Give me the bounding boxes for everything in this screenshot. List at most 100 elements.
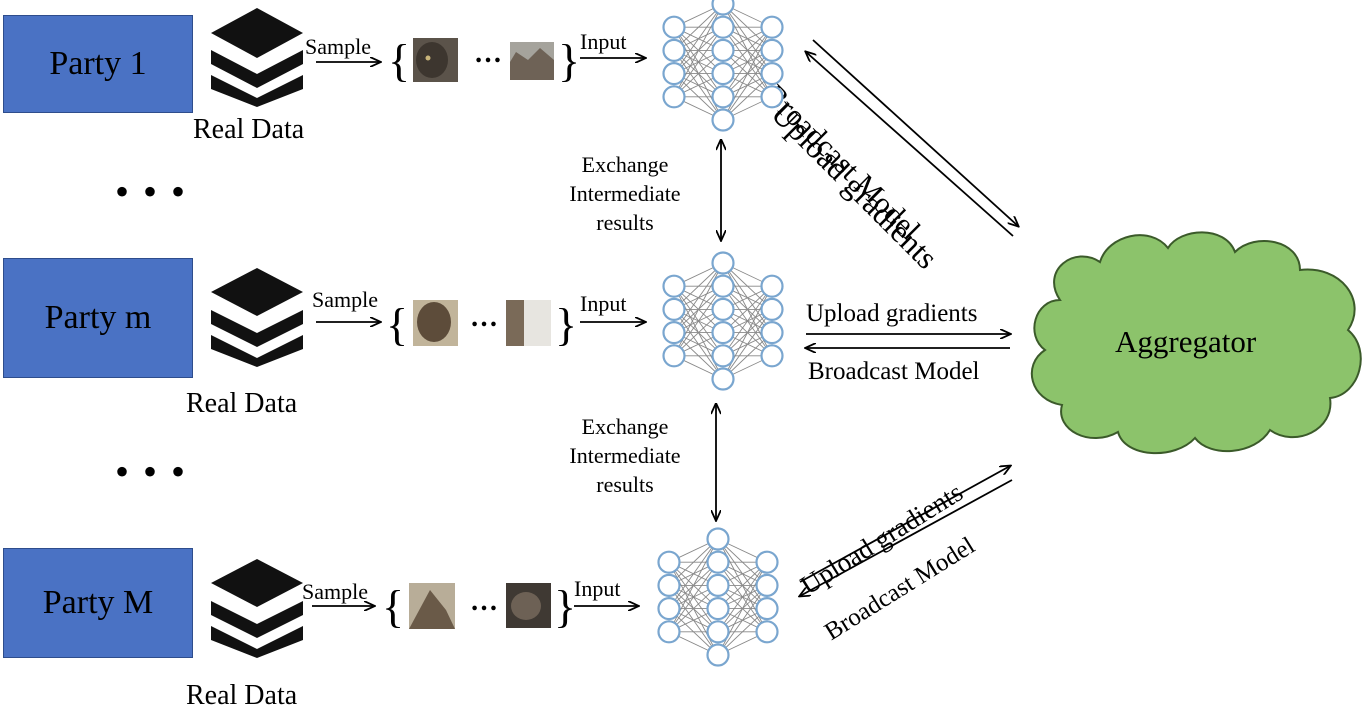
network-edge: [717, 561, 768, 633]
network-node: [711, 344, 735, 368]
party-m-box: Party m: [3, 258, 193, 378]
network-node: [657, 550, 681, 574]
image-set-ellipsis-M: …: [470, 586, 498, 617]
cat-photo-icon: [506, 583, 551, 628]
broadcast-arrow-M: [800, 479, 1013, 596]
exchange-line-1: Exchange: [581, 414, 669, 439]
exchange-label-2: Exchange Intermediate results: [555, 412, 695, 499]
network-node: [706, 643, 730, 667]
network-edge: [668, 538, 719, 609]
cat-photo-icon: [413, 38, 458, 82]
network-edge: [673, 26, 724, 98]
network-node: [755, 573, 779, 598]
network-node: [706, 527, 730, 551]
network-node: [760, 38, 784, 63]
right-brace-M: }: [554, 581, 576, 632]
upload-gradients-label-m: Upload gradients: [806, 300, 978, 327]
party-m-label: Party m: [44, 299, 152, 336]
input-label-m: Input: [580, 291, 627, 316]
network-node: [711, 367, 735, 391]
cat-photo-icon: [409, 583, 455, 629]
more-parties-dots-2: • • •: [115, 449, 188, 494]
network-node: [657, 620, 681, 644]
network-node: [760, 344, 784, 368]
network-edge: [722, 26, 773, 98]
party-M-box: Party M: [3, 548, 193, 658]
network-node: [711, 321, 735, 345]
network-node: [662, 297, 686, 321]
network-node: [706, 596, 730, 621]
party-M-label: Party M: [42, 584, 154, 621]
cat-photo-icon: [506, 300, 551, 346]
network-node: [711, 85, 735, 109]
right-brace-1: }: [558, 35, 580, 86]
network-edge: [668, 561, 719, 633]
network-edge: [722, 309, 773, 380]
image-set-ellipsis-m: …: [470, 302, 498, 333]
network-edge: [717, 585, 768, 656]
network-node: [755, 596, 779, 621]
layers-stack-icon: [211, 268, 303, 367]
network-node: [662, 344, 686, 368]
cat-photo-icon: [413, 300, 458, 346]
exchange-line-3: results: [596, 472, 654, 497]
exchange-label-1: Exchange Intermediate results: [555, 150, 695, 237]
broadcast-model-label-m: Broadcast Model: [808, 358, 980, 385]
network-node: [662, 61, 686, 86]
party-1-box: Party 1: [3, 15, 193, 113]
network-edge: [673, 3, 724, 74]
party-1-label: Party 1: [49, 45, 147, 82]
network-edge: [673, 262, 724, 333]
aggregator-label: Aggregator: [1115, 324, 1257, 359]
neural-network-icon: [662, 251, 784, 391]
left-brace-m: {: [386, 299, 408, 350]
network-node: [711, 108, 735, 132]
network-node: [711, 251, 735, 275]
right-brace-m: }: [555, 299, 577, 350]
network-node: [760, 321, 784, 345]
broadcast-arrow-1: [806, 52, 1014, 237]
input-label-M: Input: [574, 576, 621, 601]
network-node: [760, 274, 784, 298]
real-data-label-1: Real Data: [193, 114, 305, 145]
network-node: [662, 38, 686, 63]
left-brace-1: {: [388, 35, 410, 86]
upload-arrow-M: [799, 466, 1010, 583]
real-data-label-m: Real Data: [186, 388, 298, 419]
network-node: [706, 550, 730, 574]
neural-network-icon: [657, 527, 779, 667]
network-node: [662, 85, 686, 109]
network-node: [760, 15, 784, 39]
exchange-line-1: Exchange: [581, 152, 669, 177]
layers-stack-icon: [211, 559, 303, 658]
network-edge: [673, 285, 724, 357]
network-edge: [722, 50, 773, 121]
real-data-label-M: Real Data: [186, 680, 298, 709]
sample-label-1: Sample: [305, 34, 371, 59]
left-brace-M: {: [382, 581, 404, 632]
network-node: [760, 297, 784, 321]
network-node: [755, 620, 779, 644]
network-node: [711, 274, 735, 298]
network-node: [662, 274, 686, 298]
network-edge: [722, 285, 773, 357]
cat-photo-icon: [510, 42, 554, 80]
exchange-line-2: Intermediate: [569, 443, 681, 468]
network-node: [657, 573, 681, 598]
input-label-1: Input: [580, 29, 627, 54]
network-node: [711, 297, 735, 321]
image-set-ellipsis-1: …: [474, 38, 502, 69]
network-node: [711, 38, 735, 63]
network-node: [711, 15, 735, 39]
network-node: [706, 573, 730, 598]
exchange-line-2: Intermediate: [569, 181, 681, 206]
network-node: [706, 620, 730, 644]
aggregator-cloud: [1030, 231, 1362, 455]
sample-label-M: Sample: [302, 579, 368, 604]
network-node: [662, 15, 686, 39]
network-node: [760, 85, 784, 109]
network-node: [755, 550, 779, 574]
sample-label-m: Sample: [312, 287, 378, 312]
